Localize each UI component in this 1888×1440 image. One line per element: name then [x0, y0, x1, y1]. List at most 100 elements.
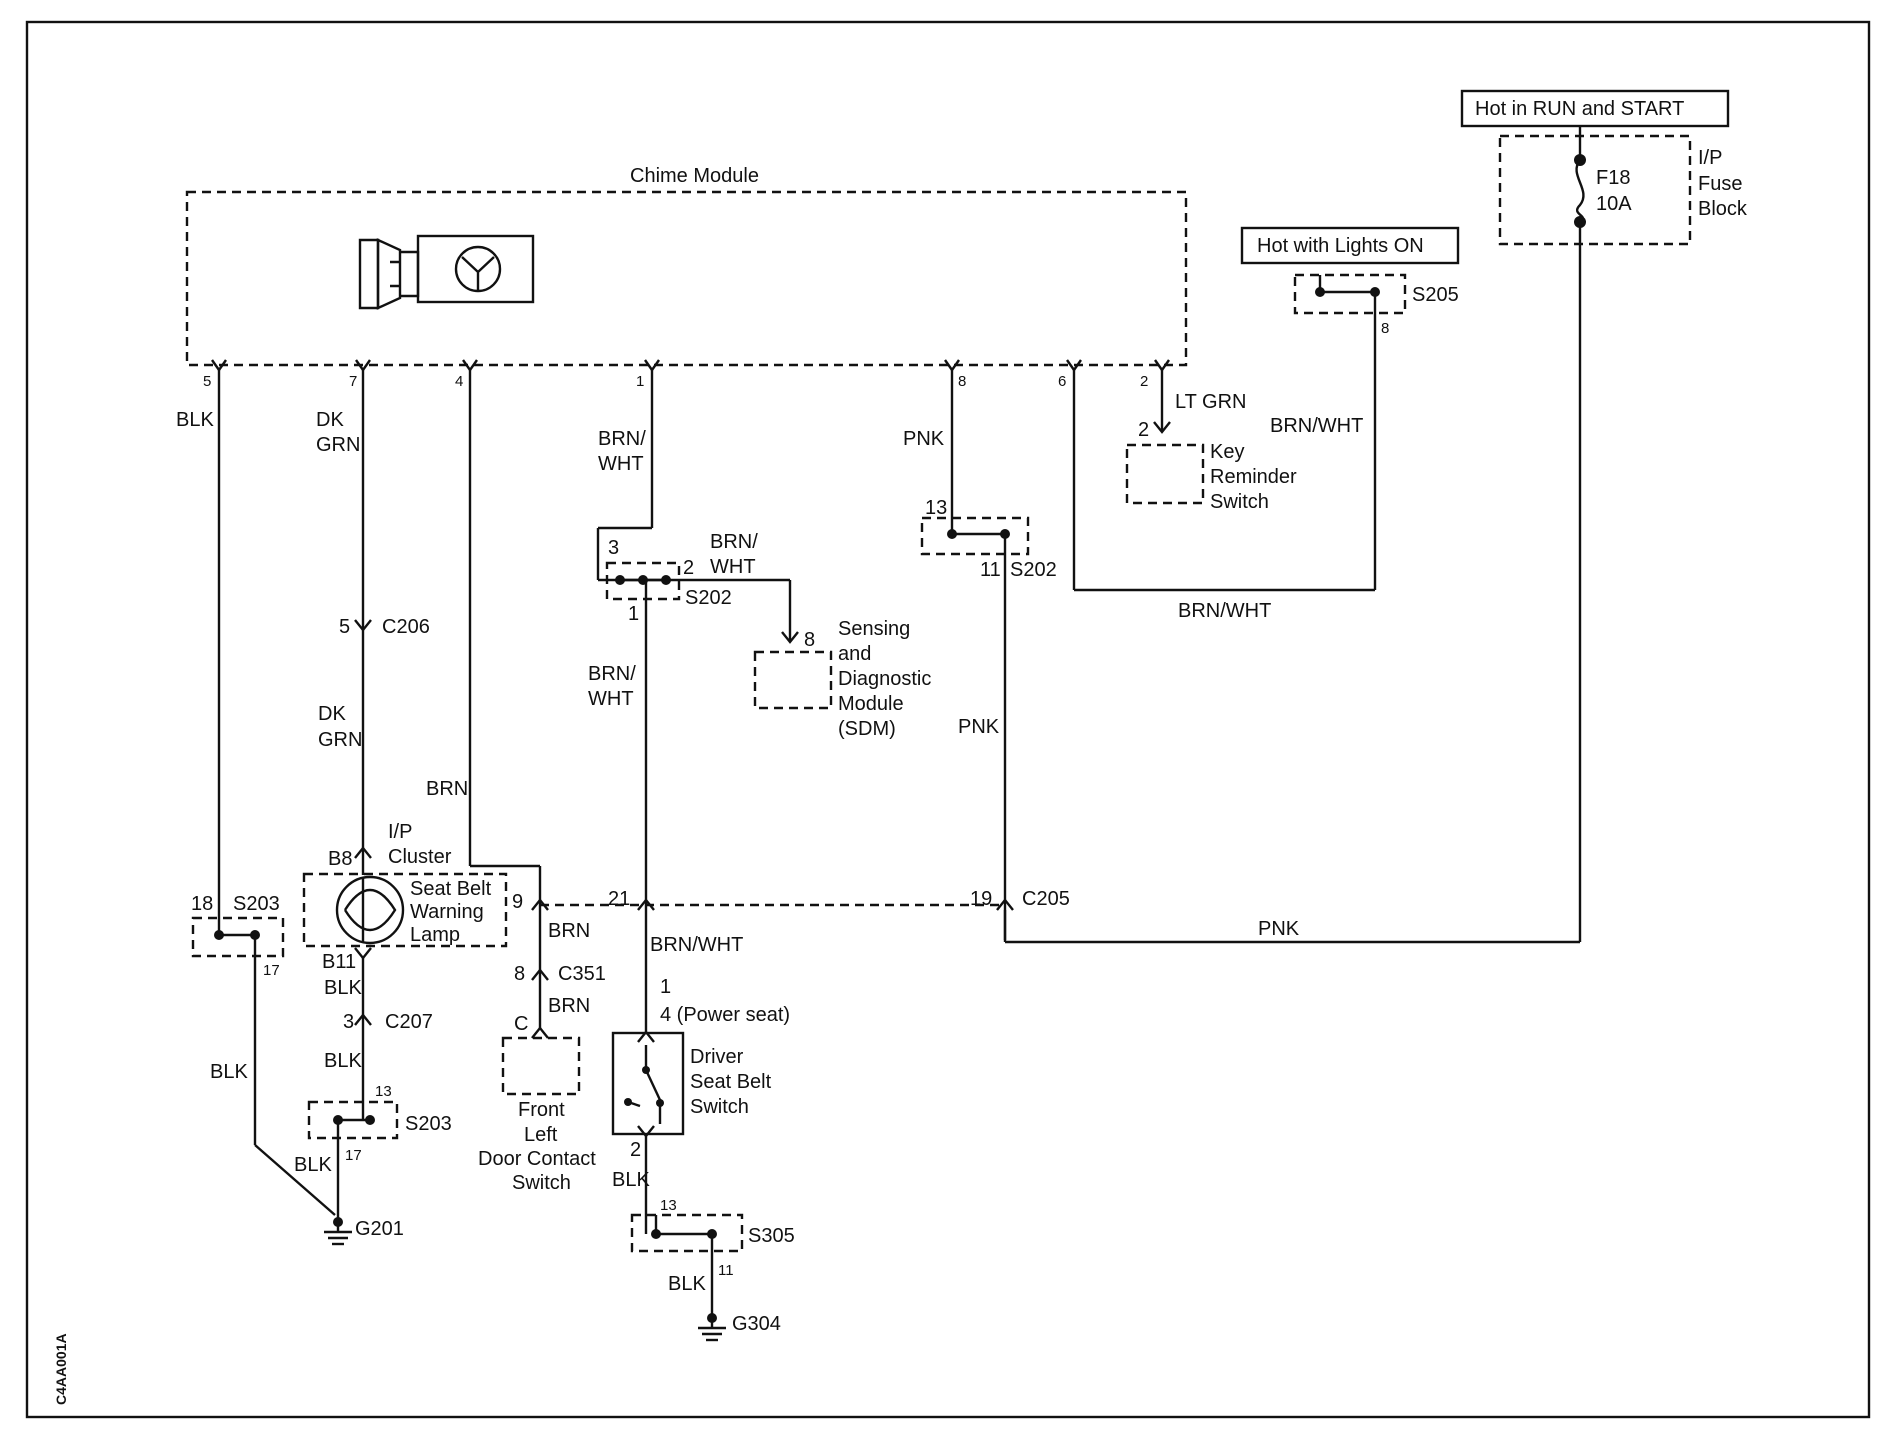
chime-pin-2: 2 [1140, 373, 1148, 390]
key-reminder-box [1125, 443, 1205, 505]
key-reminder-l3: Switch [1210, 491, 1269, 513]
s305-label: S305 [748, 1225, 795, 1247]
c351-pin-8: 8 [514, 963, 525, 985]
lamp-l2: Warning [410, 901, 484, 923]
s202-right-label: S202 [1010, 559, 1057, 581]
wire-s203-lower-blk: BLK [294, 1154, 332, 1176]
wire-s202-pnk: PNK [958, 716, 1000, 738]
diagram-frame [25, 20, 1871, 1419]
wire-sdm-brn: BRN/ [710, 531, 758, 553]
lights-on-label: Hot with Lights ON [1257, 235, 1424, 257]
figure-code: C4AA001A [53, 1333, 69, 1405]
door-switch-l4: Switch [512, 1172, 571, 1194]
s205-splice-box [1293, 273, 1407, 315]
c207-label: C207 [385, 1011, 433, 1033]
sdm-l1: Sensing [838, 618, 910, 640]
door-switch-l1: Front [518, 1099, 565, 1121]
g304-ground-icon [698, 1318, 726, 1342]
wire-s202-wht: WHT [588, 688, 634, 710]
s203-pin-17: 17 [263, 962, 280, 979]
wire-fuse-pnk: PNK [1258, 918, 1300, 940]
c351-label: C351 [558, 963, 606, 985]
wire-door-brn-2: BRN [548, 995, 590, 1017]
chime-pin-6: 6 [1058, 373, 1066, 390]
driver-switch-l2: Seat Belt [690, 1071, 772, 1093]
s203-lower-box [307, 1100, 399, 1140]
fuse-rating: 10A [1596, 193, 1632, 215]
g201-label: G201 [355, 1218, 404, 1240]
driver-pin-power-seat: 4 (Power seat) [660, 1004, 790, 1026]
s202-left-pin-2: 2 [683, 557, 694, 579]
cluster-l2: Cluster [388, 846, 452, 868]
key-pin-2: 2 [1138, 419, 1149, 441]
chime-pin-8: 8 [958, 373, 966, 390]
key-reminder-l1: Key [1210, 441, 1244, 463]
s203-upper-box [191, 916, 285, 958]
fuse-icon [1575, 159, 1585, 223]
door-switch-l3: Door Contact [478, 1148, 596, 1170]
chime-pin-5: 5 [203, 373, 211, 390]
wire-c205-brnwht: BRN/WHT [650, 934, 743, 956]
wire-pin6-brnwht: BRN/WHT [1178, 600, 1271, 622]
driver-switch-l1: Driver [690, 1046, 744, 1068]
key-reminder-l2: Reminder [1210, 466, 1297, 488]
driver-switch-box [611, 1031, 685, 1136]
s202-right-pin-13: 13 [925, 497, 947, 519]
run-start-label: Hot in RUN and START [1475, 98, 1684, 120]
fuse-block-l2: Fuse [1698, 173, 1742, 195]
c207-pin-3: 3 [343, 1011, 354, 1033]
door-switch-l2: Left [524, 1124, 558, 1146]
wire-s305-blk: BLK [668, 1273, 706, 1295]
wire-s205-brnwht: BRN/WHT [1270, 415, 1363, 437]
s202-left-pin-1: 1 [628, 603, 639, 625]
wire-pin4-brn: BRN [426, 778, 468, 800]
c351-connector [531, 968, 549, 981]
c206-label: C206 [382, 616, 430, 638]
driver-pin-1: 1 [660, 976, 671, 998]
fuse-block-l3: Block [1698, 198, 1748, 220]
run-start-box [1460, 89, 1730, 128]
wire-driver-blk: BLK [612, 1169, 650, 1191]
lamp-l3: Lamp [410, 924, 460, 946]
wire-pin2-ltgrn: LT GRN [1175, 391, 1247, 413]
sdm-l3: Diagnostic [838, 668, 931, 690]
s202-left-label: S202 [685, 587, 732, 609]
driver-pin-2: 2 [630, 1139, 641, 1161]
c206-connector [354, 619, 372, 632]
s203-lower-pin-13: 13 [375, 1083, 392, 1100]
wire-c206-grn: GRN [318, 729, 362, 751]
c205-label: C205 [1022, 888, 1070, 910]
wire-pin1-brn: BRN/ [598, 428, 646, 450]
wire-cluster-blk: BLK [324, 977, 362, 999]
wire-s202-brn: BRN/ [588, 663, 636, 685]
s202-left-pin-3: 3 [608, 537, 619, 559]
switch-icon [624, 1045, 664, 1124]
s305-pin-11: 11 [718, 1262, 734, 1279]
s203-lower-pin-17: 17 [345, 1147, 362, 1164]
chime-module-box [185, 190, 1188, 367]
s202-right-pin-11: 11 [980, 559, 1001, 581]
wire-sdm-wht: WHT [710, 556, 756, 578]
door-pin-c: C [514, 1013, 528, 1035]
wire-s203-blk: BLK [210, 1061, 248, 1083]
sdm-l5: (SDM) [838, 718, 896, 740]
lights-on-box [1240, 226, 1460, 265]
cluster-pin-b11: B11 [322, 951, 356, 973]
chime-pin-1: 1 [636, 373, 644, 390]
sdm-box [753, 650, 833, 710]
cluster-l1: I/P [388, 821, 412, 843]
wire-pin7-dk: DK [316, 409, 344, 431]
wire-door-brn-1: BRN [548, 920, 590, 942]
s305-box [630, 1213, 744, 1253]
s203-lower-label: S203 [405, 1113, 452, 1135]
seat-belt-lamp-icon [335, 875, 405, 945]
fuse-block-box [1498, 134, 1692, 246]
speaker-icon [358, 234, 535, 310]
c207-connector [354, 1013, 372, 1026]
ip-cluster-box [302, 872, 508, 948]
sdm-pin-8: 8 [804, 629, 815, 651]
wire-pin5-blk: BLK [176, 409, 214, 431]
s205-pin-8: 8 [1381, 320, 1389, 337]
sdm-l2: and [838, 643, 871, 665]
driver-switch-l3: Switch [690, 1096, 749, 1118]
